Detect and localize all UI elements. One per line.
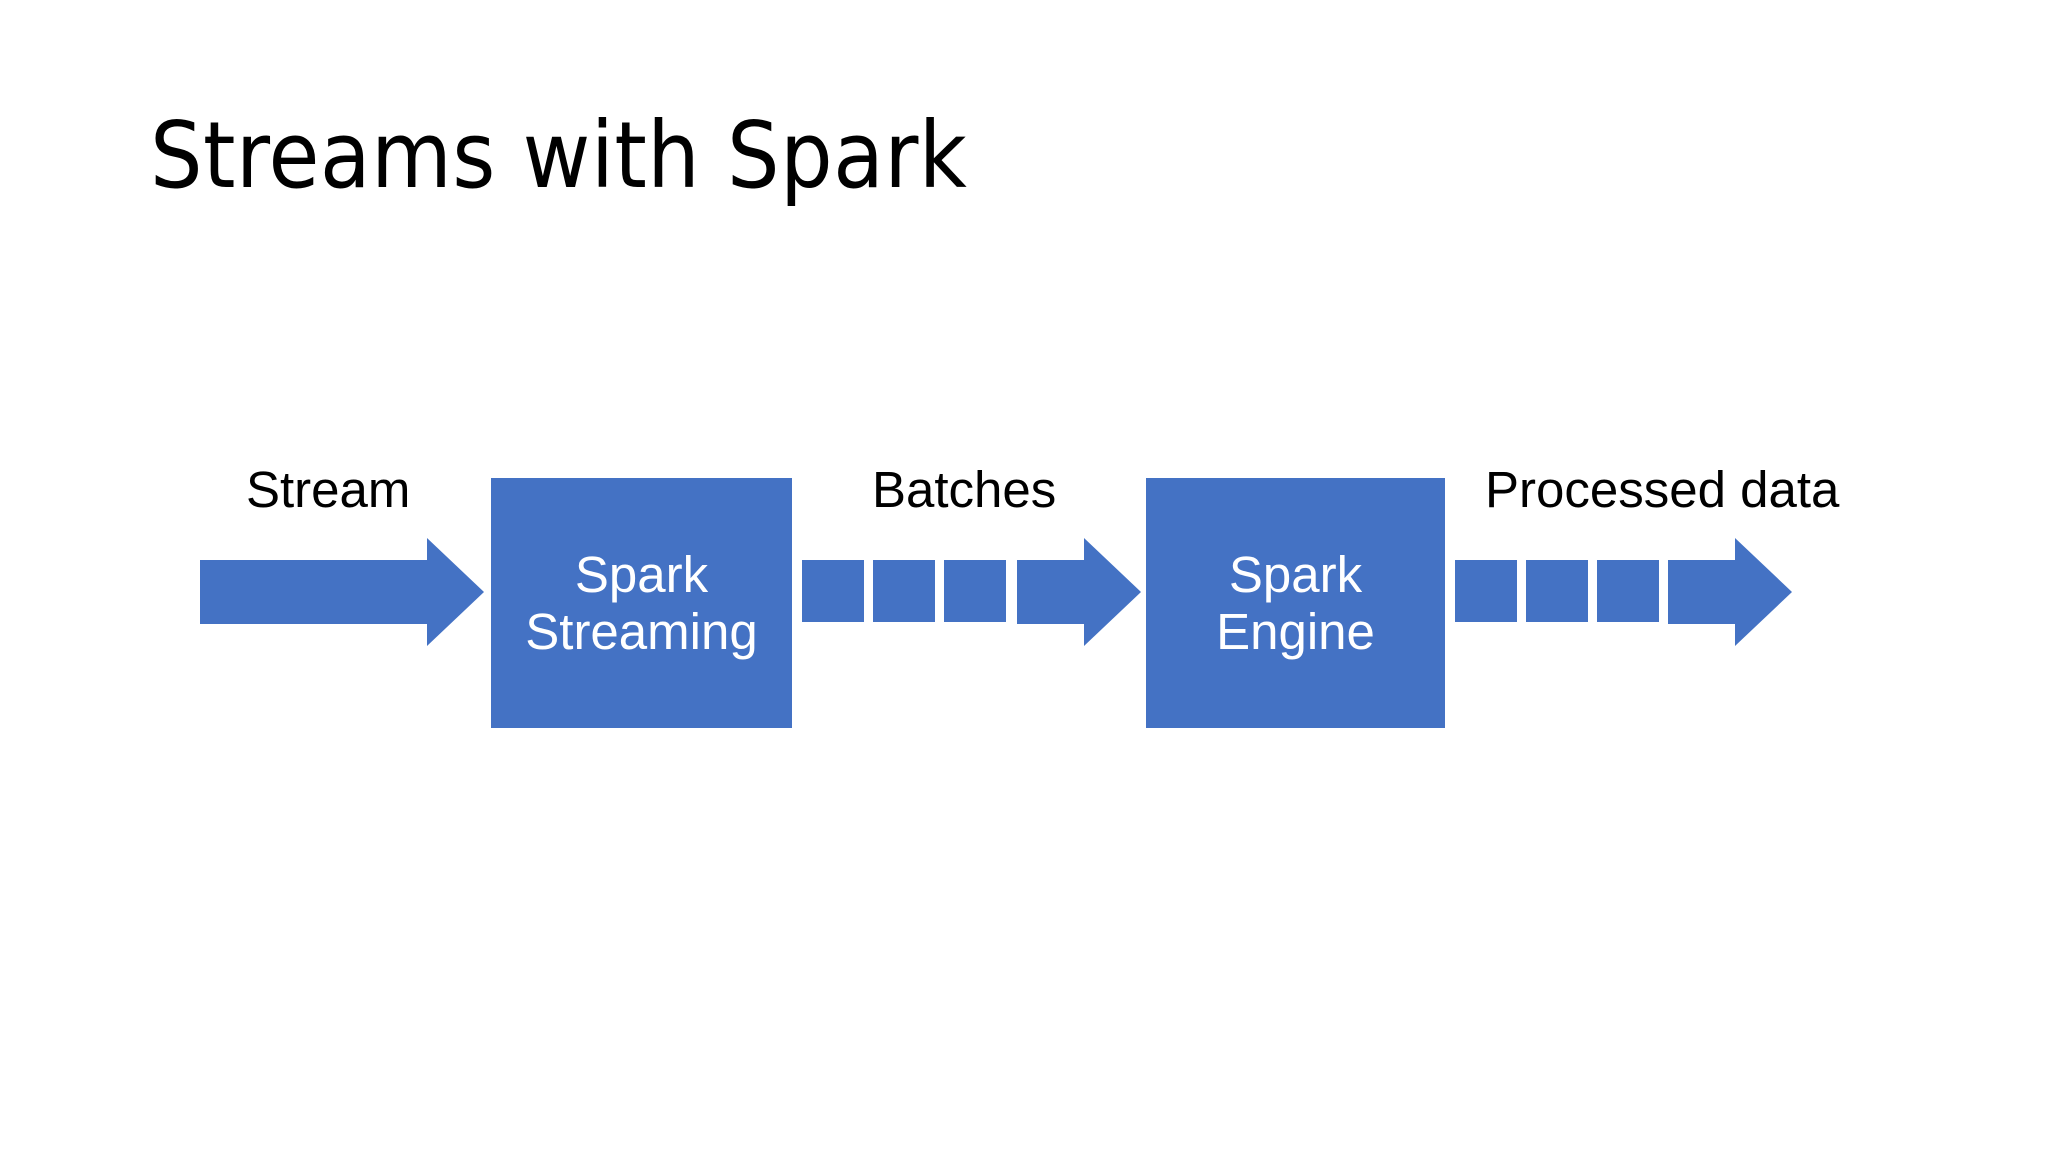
batch-square-icon (802, 560, 864, 622)
process-box-label: Spark Streaming (525, 545, 758, 660)
batch-square-icon (1455, 560, 1517, 622)
process-box-spark-streaming[interactable]: Spark Streaming (491, 478, 792, 728)
process-box-spark-engine[interactable]: Spark Engine (1146, 478, 1445, 728)
batches-arrow-right-icon (1017, 538, 1141, 646)
batch-square-icon (1597, 560, 1659, 622)
flow-label-batches: Batches (872, 461, 1057, 518)
batch-square-icon (873, 560, 935, 622)
batch-square-icon (944, 560, 1006, 622)
batch-square-icon (1526, 560, 1588, 622)
stream-arrow-right-icon (200, 538, 484, 646)
flow-label-processed-data: Processed data (1485, 461, 1840, 518)
process-box-label: Spark Engine (1216, 545, 1375, 660)
processed-arrow-right-icon (1668, 538, 1792, 646)
page-title: Streams with Spark (150, 102, 968, 209)
flow-label-stream: Stream (246, 461, 411, 518)
